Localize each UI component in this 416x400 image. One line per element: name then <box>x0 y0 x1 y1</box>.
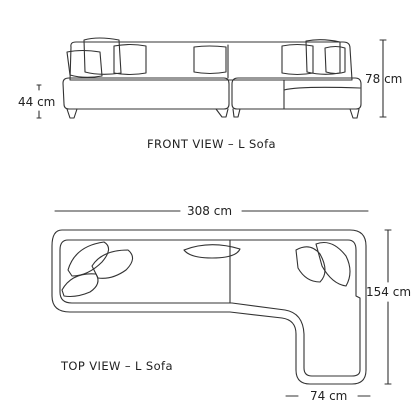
front-cushion-3 <box>113 43 147 76</box>
front-cushion-4 <box>193 45 227 75</box>
top-view-caption: TOP VIEW – L Sofa <box>61 359 173 373</box>
top-cushion-3 <box>61 273 99 298</box>
top-width-label: 308 cm <box>187 204 233 218</box>
front-height-label: 78 cm <box>365 72 403 86</box>
front-cushion-6 <box>305 39 341 75</box>
front-left-arm <box>62 77 230 110</box>
front-cushion-1 <box>83 37 122 75</box>
front-right-arm <box>231 77 362 110</box>
front-cushion-7 <box>324 45 346 75</box>
front-view-sofa <box>62 37 362 119</box>
front-back-frame <box>69 41 353 81</box>
top-cushion-5 <box>295 246 326 283</box>
top-inner-back <box>59 239 361 377</box>
front-leg-left <box>66 108 78 119</box>
top-cushion-2 <box>91 249 134 279</box>
top-depth-dimension <box>384 229 392 385</box>
top-cushion-4 <box>183 244 241 259</box>
front-height-dimension <box>379 39 387 118</box>
top-cushion-1 <box>67 241 110 277</box>
front-leg-mid-right <box>232 108 241 118</box>
top-outer-outline <box>51 229 367 385</box>
front-seat-height-dimension <box>36 84 42 119</box>
top-chaise-width-label: 74 cm <box>310 389 348 400</box>
top-depth-label: 154 cm <box>366 285 412 299</box>
front-chaise-seat <box>283 86 361 91</box>
front-cushion-5 <box>281 43 314 76</box>
top-cushion-6 <box>315 241 351 287</box>
front-cushion-2 <box>66 49 103 78</box>
top-view-sofa <box>51 229 367 385</box>
front-leg-right <box>349 108 360 119</box>
front-view-caption: FRONT VIEW – L Sofa <box>147 137 276 151</box>
front-leg-mid-left <box>215 108 229 118</box>
front-seat-height-label: 44 cm <box>18 95 56 109</box>
